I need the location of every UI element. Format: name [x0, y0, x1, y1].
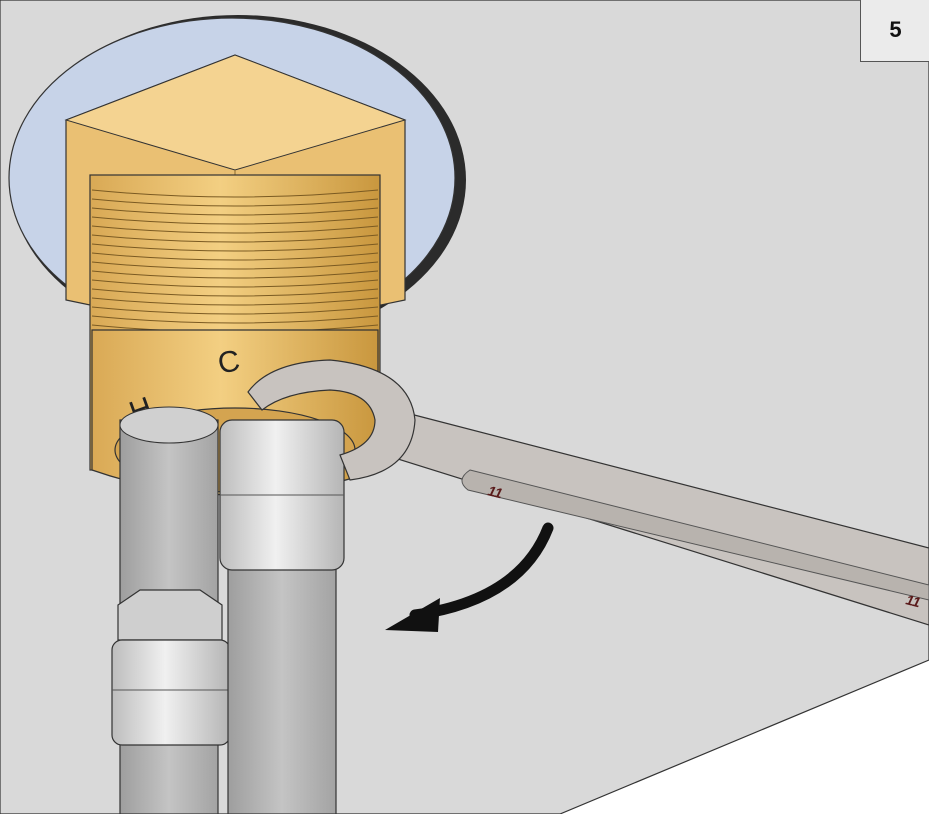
thread-line	[91, 198, 379, 207]
spanner-jaw	[247, 359, 416, 481]
thread-line	[91, 225, 379, 234]
thread-line	[91, 189, 379, 198]
spanner-size-far: 11	[904, 591, 922, 610]
thread-line	[91, 243, 379, 252]
spanner-size-near: 11	[486, 482, 504, 501]
hot-pipe-hex-nut	[117, 589, 223, 641]
thread-line	[91, 216, 379, 225]
hot-pipe-end	[119, 406, 219, 444]
thread-line	[91, 297, 379, 306]
thread-line	[91, 306, 379, 315]
thread-line	[91, 270, 379, 279]
thread-line	[91, 207, 379, 216]
spanner-slot	[461, 469, 929, 601]
hex-nut-top-face	[64, 54, 407, 171]
hot-pipe-fitting	[111, 639, 231, 746]
thread-line	[91, 288, 379, 297]
step-number-badge: 5	[860, 0, 929, 62]
thread-line	[91, 234, 379, 243]
curved-arrow-icon	[385, 522, 554, 632]
thread-line	[91, 261, 379, 270]
spanner-wrench: 11 11	[247, 359, 929, 626]
thread-line	[91, 252, 379, 261]
thread-line	[91, 279, 379, 288]
thread-line	[91, 315, 379, 324]
